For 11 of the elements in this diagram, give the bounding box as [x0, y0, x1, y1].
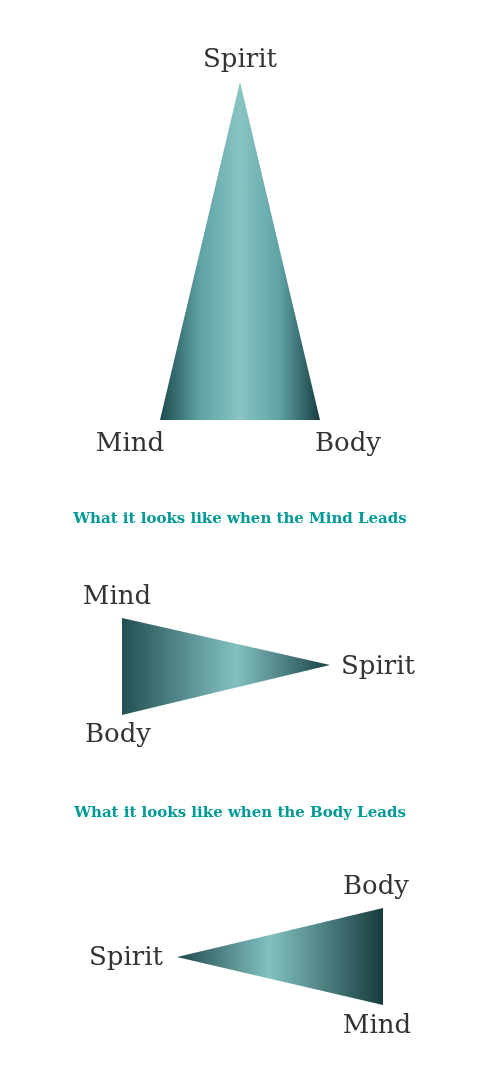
- vertex-label: Mind: [95, 426, 165, 458]
- vertex-label: Spirit: [341, 649, 415, 681]
- vertex-label: Mind: [342, 1008, 412, 1040]
- caption: What it looks like when the Body Leads: [74, 802, 406, 822]
- vertex-label: Body: [84, 717, 152, 749]
- vertex-label: Body: [314, 426, 382, 458]
- vertex-label: Body: [342, 869, 410, 901]
- vertex-label: Spirit: [89, 940, 163, 972]
- vertex-label: Mind: [82, 579, 152, 611]
- vertex-label: Spirit: [203, 42, 277, 74]
- caption: What it looks like when the Mind Leads: [73, 508, 407, 528]
